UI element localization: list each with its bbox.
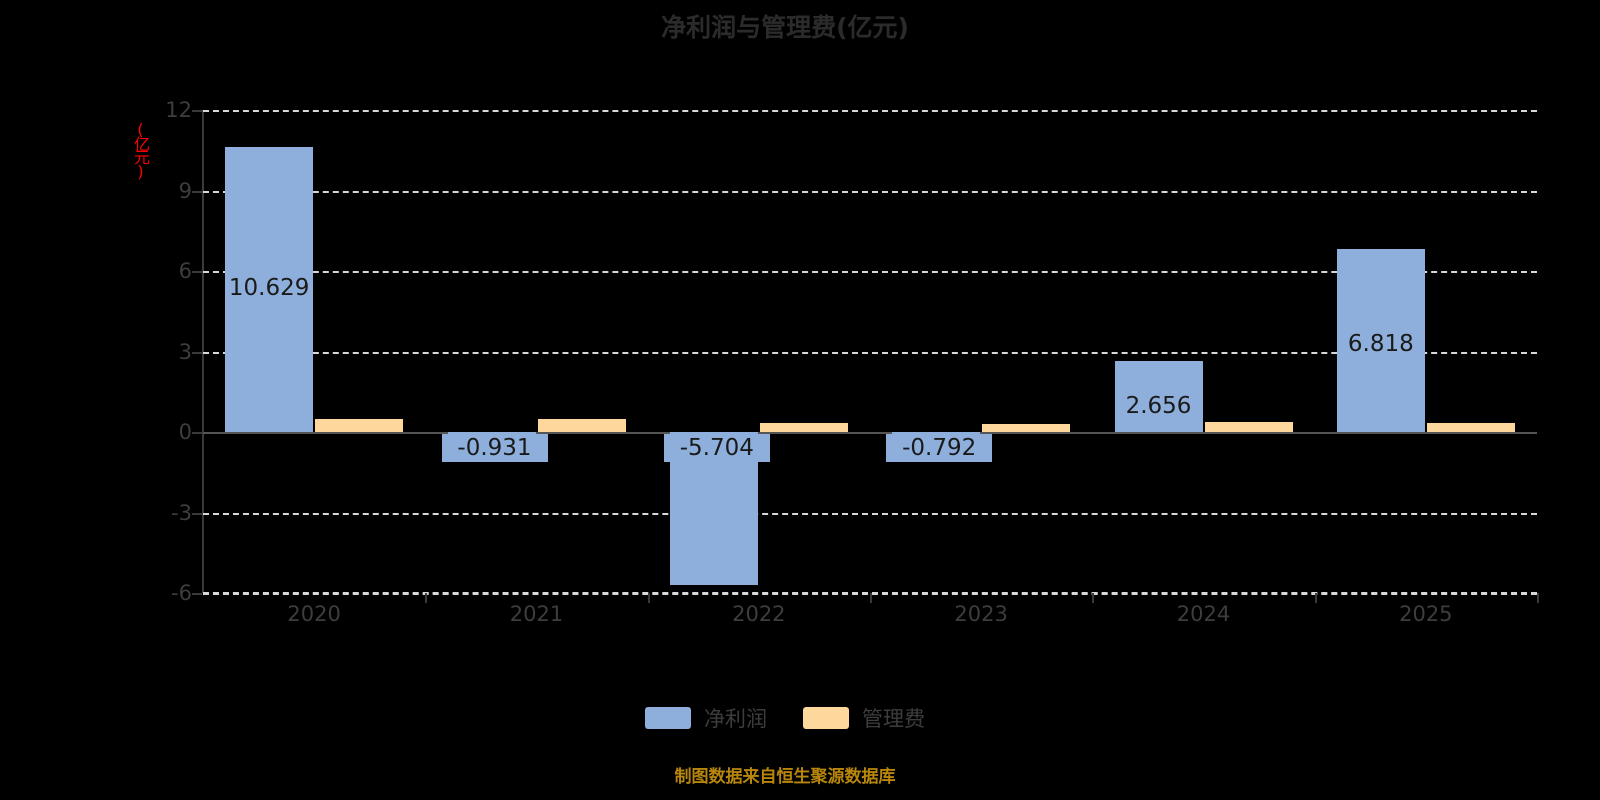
bar-net-profit[interactable]	[1336, 249, 1425, 432]
y-axis-tick	[192, 593, 202, 595]
bar-value-label: 2.656	[1125, 392, 1192, 419]
bar-value-label: -5.704	[663, 434, 770, 462]
x-axis-tick	[647, 593, 650, 603]
gridline	[203, 190, 1537, 193]
bar-value-label: 6.818	[1347, 331, 1414, 358]
y-axis-tick	[192, 190, 202, 193]
x-axis-tick-label: 2025	[1399, 602, 1453, 626]
bar-admin-expense[interactable]	[982, 423, 1071, 432]
y-axis-tick-label: 9	[178, 178, 192, 203]
gridline	[203, 271, 1537, 273]
y-axis-tick	[192, 351, 202, 354]
legend-label-admin-expense: 管理费	[862, 707, 925, 731]
y-axis-tick-label: -6	[171, 581, 192, 605]
bar-value-label: 10.629	[228, 275, 310, 302]
legend-label-net-profit: 净利润	[704, 707, 767, 731]
x-axis-tick	[425, 593, 428, 603]
y-axis-tick	[192, 512, 202, 515]
x-axis-tick-label: 2023	[954, 602, 1008, 626]
legend-swatch-net-profit	[645, 707, 691, 729]
chart-legend: 净利润 管理费	[0, 703, 1570, 733]
zero-line	[203, 432, 1537, 434]
y-axis-unit-label: (亿元)	[131, 120, 150, 178]
bar-value-label: -0.792	[886, 434, 993, 462]
bar-value-label: -0.931	[441, 434, 548, 462]
gridline	[203, 351, 1537, 354]
y-axis-tick	[192, 110, 202, 112]
gridline	[203, 110, 1537, 112]
gridline	[203, 512, 1537, 515]
footer-source-note: 制图数据来自恒生聚源数据库	[674, 767, 896, 787]
y-axis-tick	[192, 432, 202, 434]
x-axis-tick	[1092, 593, 1095, 603]
x-axis-tick	[870, 593, 872, 603]
bar-admin-expense[interactable]	[537, 418, 626, 432]
x-axis-tick-label: 2021	[509, 602, 564, 626]
x-axis-tick	[1537, 593, 1539, 603]
bar-admin-expense[interactable]	[759, 423, 848, 432]
y-axis-tick-label: 12	[165, 98, 192, 122]
y-axis-tick-label: 6	[178, 259, 192, 283]
legend-swatch-admin-expense	[803, 707, 849, 729]
bar-net-profit[interactable]	[1114, 360, 1203, 432]
legend-item-admin-expense[interactable]: 管理费	[803, 703, 925, 733]
y-axis-tick-label: -3	[171, 500, 192, 525]
bar-admin-expense[interactable]	[315, 418, 404, 432]
x-axis-tick	[1314, 593, 1317, 603]
bar-net-profit[interactable]	[225, 146, 314, 432]
legend-item-net-profit[interactable]: 净利润	[645, 703, 767, 733]
x-axis-tick-label: 2022	[732, 602, 786, 626]
y-axis-tick-label: 0	[178, 420, 192, 444]
y-axis-tick-label: 3	[178, 339, 192, 364]
y-axis-tick	[192, 271, 202, 273]
x-axis-tick-label: 2020	[287, 602, 341, 626]
bar-admin-expense[interactable]	[1204, 421, 1293, 432]
chart-title: 净利润与管理费(亿元)	[661, 13, 909, 42]
x-axis-tick-label: 2024	[1176, 602, 1231, 626]
bar-admin-expense[interactable]	[1426, 423, 1515, 432]
